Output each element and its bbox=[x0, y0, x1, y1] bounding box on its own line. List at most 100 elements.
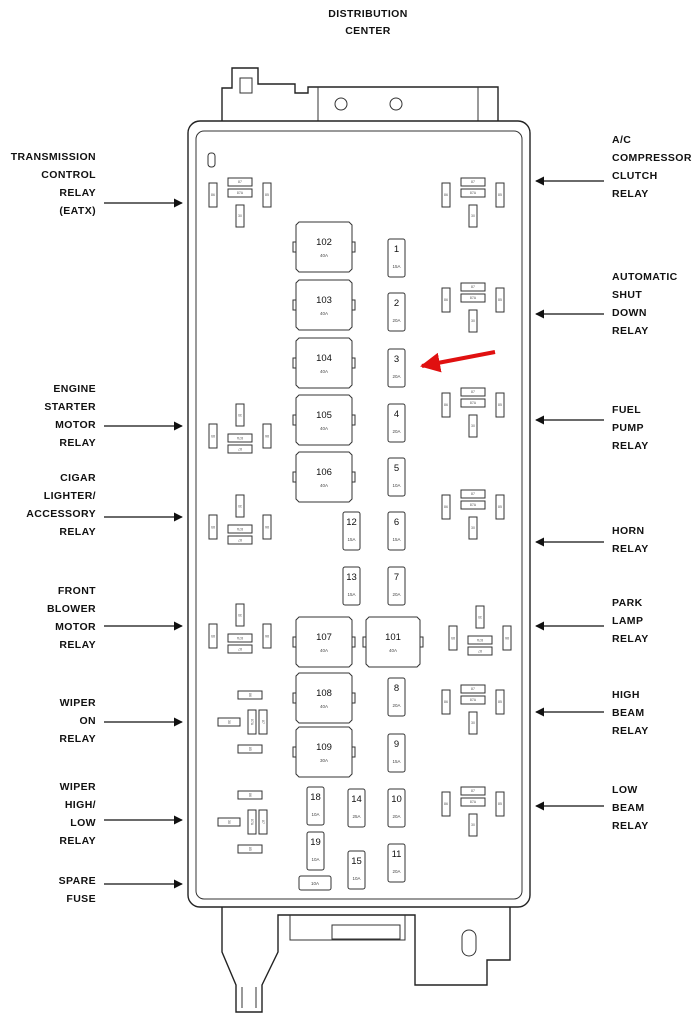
relay-pin-label: 30 bbox=[471, 319, 475, 323]
relay-pin bbox=[227, 535, 253, 545]
label-plr-line: PARK bbox=[612, 597, 643, 609]
label-whl-line: LOW bbox=[70, 817, 96, 829]
relay-pin bbox=[262, 623, 272, 649]
relay-pin-label: 85 bbox=[498, 193, 502, 197]
maxi-fuse-number: 106 bbox=[316, 467, 332, 478]
maxi-fuse-amperage: 40A bbox=[320, 483, 328, 488]
relay-pin-label: 85 bbox=[498, 505, 502, 509]
label-acc-line: COMPRESSOR bbox=[612, 152, 692, 164]
label-esm-line: STARTER bbox=[44, 401, 96, 413]
label-fpr-line: FUEL bbox=[612, 404, 641, 416]
relay-pin bbox=[468, 813, 478, 837]
mini-fuse-number: 10 bbox=[391, 794, 402, 805]
maxi-fuse-amperage: 40A bbox=[320, 426, 328, 431]
maxi-fuse-number: 105 bbox=[316, 410, 332, 421]
relay-pin-label: 85 bbox=[211, 525, 215, 529]
relay-pin bbox=[475, 605, 485, 629]
top-mounting-bracket bbox=[221, 67, 499, 121]
relay-pin bbox=[262, 423, 272, 449]
relay-pin-label: 86 bbox=[444, 193, 448, 197]
maxi-fuse-number: 107 bbox=[316, 632, 332, 643]
relay-pin bbox=[235, 204, 245, 228]
relay-pin-label: 87 bbox=[238, 538, 242, 542]
mini-fuse-amperage: 10A bbox=[311, 857, 319, 862]
relay-pin bbox=[460, 387, 486, 397]
relay-pin bbox=[208, 623, 218, 649]
maxi-fuse-106: 106 40A bbox=[292, 451, 356, 503]
relay-pin-label: 86 bbox=[265, 634, 269, 638]
relay-pin-label: 87A bbox=[250, 819, 254, 826]
label-fpr-line: RELAY bbox=[612, 440, 649, 452]
relay-pin bbox=[448, 625, 458, 651]
relay-pin bbox=[460, 695, 486, 705]
label-whl-line: RELAY bbox=[59, 835, 96, 847]
relay-pin bbox=[441, 494, 451, 520]
label-tcr-line: RELAY bbox=[59, 187, 96, 199]
mini-fuse-amperage: 15A bbox=[347, 592, 355, 597]
maxi-fuse-amperage: 40A bbox=[389, 648, 397, 653]
label-tcr-line: CONTROL bbox=[41, 169, 96, 181]
relay-pin bbox=[468, 204, 478, 228]
relay-pin bbox=[227, 644, 253, 654]
relay-pin bbox=[237, 690, 263, 700]
maxi-fuses: 10240A10340A10440A10540A10640A10740A1014… bbox=[292, 221, 424, 778]
label-lbr-line: RELAY bbox=[612, 820, 649, 832]
relay-pin bbox=[227, 633, 253, 643]
label-lbr-line: LOW bbox=[612, 784, 638, 796]
left-relay-labels: TRANSMISSIONCONTROLRELAY(EATX)ENGINESTAR… bbox=[11, 151, 183, 905]
relay-pin-label: 87A bbox=[476, 638, 483, 642]
relay-pin-label: 87 bbox=[238, 647, 242, 651]
relay-pin-label: 85 bbox=[451, 636, 455, 640]
mini-fuse-number: 4 bbox=[394, 409, 399, 420]
relay-pin bbox=[441, 791, 451, 817]
label-hrn-line: HORN bbox=[612, 525, 645, 537]
relay-pin-label: 87 bbox=[471, 390, 475, 394]
relay-pin-label: 86 bbox=[265, 525, 269, 529]
relay-pin bbox=[495, 392, 505, 418]
label-whl-line: HIGH/ bbox=[65, 799, 96, 811]
relay-pin-label: 30 bbox=[238, 504, 242, 508]
relay-pin bbox=[495, 287, 505, 313]
label-wpo-line: ON bbox=[79, 715, 96, 727]
relay-pin-label: 86 bbox=[444, 505, 448, 509]
relay-pin bbox=[235, 603, 245, 627]
relay-pin bbox=[208, 182, 218, 208]
label-cig-line: LIGHTER/ bbox=[44, 490, 96, 502]
relay-pin bbox=[495, 791, 505, 817]
mini-fuse-amperage: 10A bbox=[352, 876, 360, 881]
relay-pin-label: 86 bbox=[444, 298, 448, 302]
mini-fuse-amperage: 15A bbox=[347, 537, 355, 542]
label-tcr-line: TRANSMISSION bbox=[11, 151, 96, 163]
relay-pin-label: 85 bbox=[211, 434, 215, 438]
mini-fuse-number: 5 bbox=[394, 463, 399, 474]
label-cig-line: CIGAR bbox=[60, 472, 96, 484]
relay-pin-label: 87A bbox=[470, 191, 477, 195]
relay-pin-label: 30 bbox=[478, 615, 482, 619]
relay-pin bbox=[460, 188, 486, 198]
relay-pin-label: 86 bbox=[505, 636, 509, 640]
relay-pin-label: 85 bbox=[498, 403, 502, 407]
mini-fuse-number: 2 bbox=[394, 298, 399, 309]
fuse-box-housing bbox=[187, 120, 531, 908]
relay-pin bbox=[258, 709, 268, 735]
mini-fuse-number: 1 bbox=[394, 244, 399, 255]
relay-pin bbox=[262, 514, 272, 540]
relay-pin bbox=[468, 414, 478, 438]
label-cig-line: ACCESSORY bbox=[26, 508, 96, 520]
relay-pin-label: 86 bbox=[444, 403, 448, 407]
